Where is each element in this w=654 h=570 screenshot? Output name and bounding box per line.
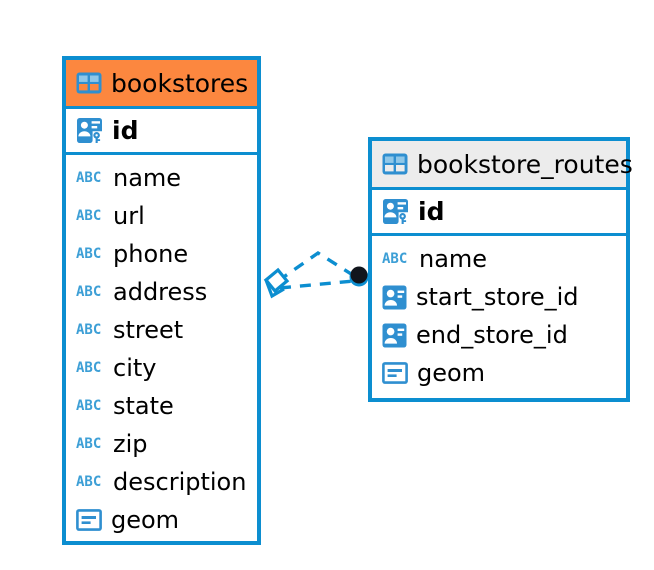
relationship-edge-upper bbox=[277, 250, 357, 283]
primary-key-icon bbox=[383, 199, 408, 224]
field-label: city bbox=[113, 354, 157, 382]
primary-key-label: id bbox=[112, 116, 139, 145]
field-label: url bbox=[113, 202, 145, 230]
geometry-icon bbox=[76, 509, 102, 531]
field-list-bookstore-routes: ABC name start_store_id bbox=[372, 236, 626, 398]
field-row-geom[interactable]: geom bbox=[66, 501, 257, 539]
abc-icon: ABC bbox=[76, 284, 102, 300]
abc-icon: ABC bbox=[76, 398, 102, 414]
field-row-street[interactable]: ABC street bbox=[66, 311, 257, 349]
abc-icon: ABC bbox=[76, 436, 102, 452]
field-label: start_store_id bbox=[416, 283, 579, 311]
field-row-city[interactable]: ABC city bbox=[66, 349, 257, 387]
abc-icon: ABC bbox=[76, 322, 102, 338]
diamond-marker-icon bbox=[263, 267, 290, 299]
entity-bookstores[interactable]: bookstores id ABC name ABC bbox=[62, 56, 261, 545]
field-label: state bbox=[113, 392, 174, 420]
field-row-name[interactable]: ABC name bbox=[372, 240, 626, 278]
field-row-address[interactable]: ABC address bbox=[66, 273, 257, 311]
geometry-icon bbox=[382, 362, 408, 384]
field-label: name bbox=[113, 164, 182, 192]
field-row-start-store-id[interactable]: start_store_id bbox=[372, 278, 626, 316]
table-icon bbox=[382, 153, 408, 175]
relationship-edge-lower bbox=[279, 279, 355, 290]
foreign-key-icon bbox=[382, 285, 407, 309]
field-row-name[interactable]: ABC name bbox=[66, 159, 257, 197]
entity-header-bookstore-routes[interactable]: bookstore_routes bbox=[372, 141, 633, 190]
field-row-phone[interactable]: ABC phone bbox=[66, 235, 257, 273]
field-label: geom bbox=[111, 506, 180, 534]
entity-name-label: bookstores bbox=[111, 68, 249, 98]
abc-icon: ABC bbox=[76, 246, 102, 262]
field-label: end_store_id bbox=[416, 321, 568, 349]
entity-bookstore-routes[interactable]: bookstore_routes id ABC name bbox=[368, 137, 633, 402]
field-row-description[interactable]: ABC description bbox=[66, 463, 257, 501]
field-label: description bbox=[113, 468, 247, 496]
abc-icon: ABC bbox=[76, 474, 102, 490]
field-row-end-store-id[interactable]: end_store_id bbox=[372, 316, 626, 354]
entity-name-label: bookstore_routes bbox=[417, 149, 633, 179]
field-label: address bbox=[113, 278, 208, 306]
primary-key-row-bookstores[interactable]: id bbox=[66, 109, 257, 155]
field-label: geom bbox=[417, 359, 486, 387]
field-label: zip bbox=[113, 430, 148, 458]
abc-icon: ABC bbox=[382, 251, 408, 267]
abc-icon: ABC bbox=[76, 208, 102, 224]
field-row-state[interactable]: ABC state bbox=[66, 387, 257, 425]
table-icon bbox=[76, 72, 102, 94]
entity-header-bookstores[interactable]: bookstores bbox=[66, 60, 257, 109]
abc-icon: ABC bbox=[76, 170, 102, 186]
field-label: name bbox=[419, 245, 488, 273]
field-row-zip[interactable]: ABC zip bbox=[66, 425, 257, 463]
field-label: phone bbox=[113, 240, 189, 268]
primary-key-icon bbox=[77, 118, 102, 143]
field-label: street bbox=[113, 316, 184, 344]
primary-key-label: id bbox=[418, 197, 445, 226]
field-list-bookstores: ABC name ABC url ABC phone ABC address A… bbox=[66, 155, 257, 545]
primary-key-row-bookstore-routes[interactable]: id bbox=[372, 190, 626, 236]
field-row-geom[interactable]: geom bbox=[372, 354, 626, 392]
filled-circle-marker-icon bbox=[349, 266, 369, 287]
field-row-url[interactable]: ABC url bbox=[66, 197, 257, 235]
foreign-key-icon bbox=[382, 323, 407, 347]
abc-icon: ABC bbox=[76, 360, 102, 376]
